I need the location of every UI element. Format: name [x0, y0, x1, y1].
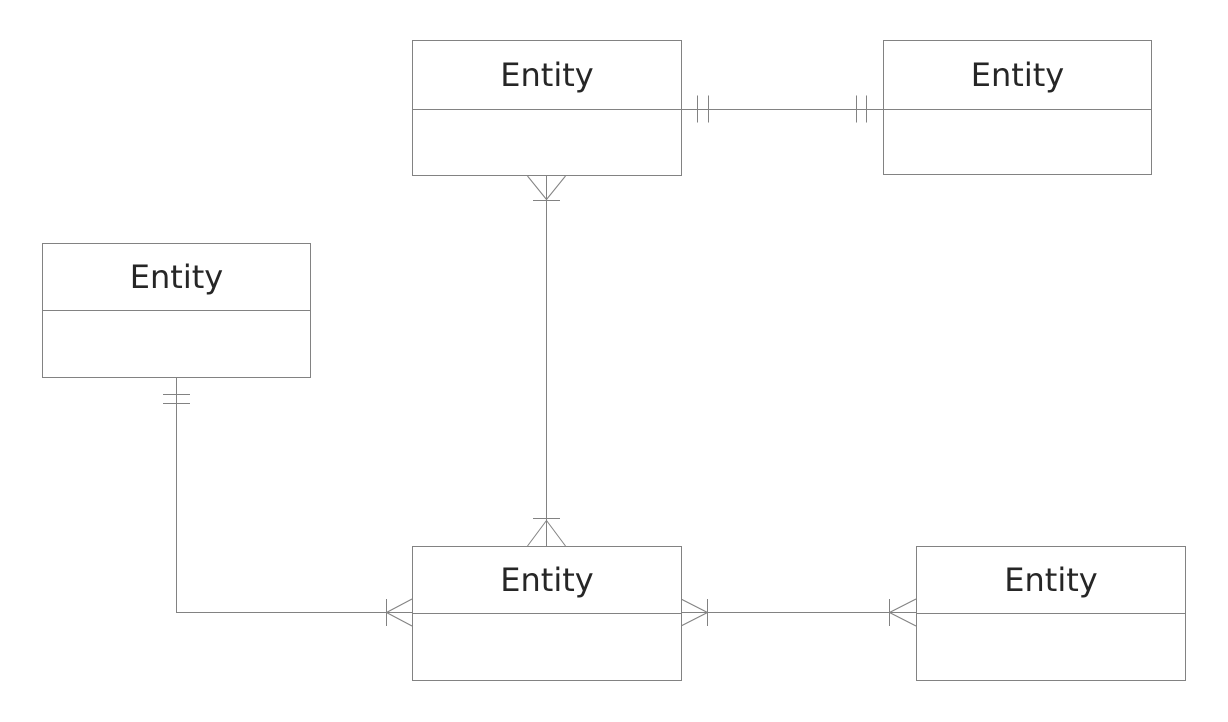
entity-box-top-right: Entity: [883, 40, 1152, 175]
entity-title: Entity: [917, 547, 1185, 614]
connector-middle-many-to-many: [527, 175, 566, 547]
relationship-line: [176, 378, 412, 613]
entity-title: Entity: [884, 41, 1151, 110]
entity-box-bottom-right: Entity: [916, 546, 1186, 681]
entity-title: Entity: [413, 547, 681, 614]
cardinality-one-and-only-one-marker: [697, 95, 709, 123]
cardinality-one-or-many-marker: [680, 598, 708, 627]
entity-box-left: Entity: [42, 243, 311, 378]
connector-top-one-to-one: [681, 95, 883, 123]
entity-title: Entity: [43, 244, 310, 311]
cardinality-one-or-many-marker: [527, 175, 566, 201]
cardinality-one-or-many-marker: [386, 598, 413, 627]
entity-title: Entity: [413, 41, 681, 110]
entity-box-top-center: Entity: [412, 40, 682, 176]
connector-left-one-to-many: [163, 378, 413, 627]
cardinality-one-or-many-marker: [889, 598, 917, 627]
cardinality-one-and-only-one-marker: [163, 394, 190, 404]
cardinality-one-or-many-marker: [527, 518, 566, 547]
entity-box-bottom-center: Entity: [412, 546, 682, 681]
connector-bottom-many-to-many: [680, 598, 917, 627]
cardinality-one-and-only-one-marker: [856, 95, 867, 123]
